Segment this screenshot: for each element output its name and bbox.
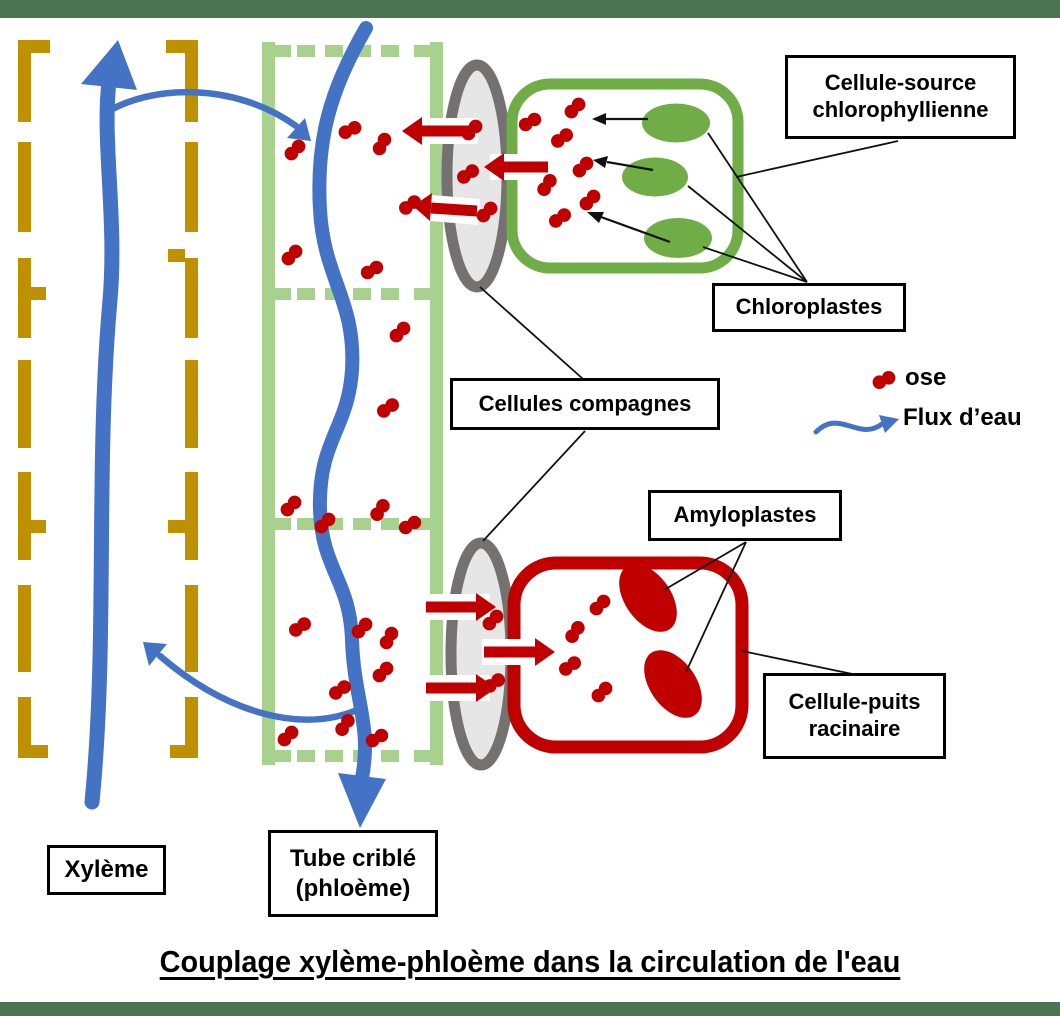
chloroplast-pointer-arrows bbox=[587, 113, 671, 244]
chloroplast-2 bbox=[622, 157, 688, 197]
water-transfer-arrow-top bbox=[100, 88, 311, 141]
legend-ose-label: ose bbox=[905, 364, 947, 391]
legend-water-arrow bbox=[813, 415, 899, 435]
label-cellule-puits-line1: Cellule-puits bbox=[788, 689, 921, 715]
xylem-left-vessel bbox=[18, 40, 50, 758]
ose-molecules bbox=[277, 97, 896, 748]
legend-flux-eau-label: Flux d’eau bbox=[903, 404, 1022, 431]
label-tube-crible: Tube criblé (phloème) bbox=[268, 830, 438, 917]
amyloplast-1 bbox=[619, 564, 677, 632]
phloem-sap-flow-arrow bbox=[312, 21, 386, 828]
xylem-water-arrow bbox=[81, 40, 137, 810]
label-cellules-compagnes-text: Cellules compagnes bbox=[478, 390, 692, 416]
label-cellule-source: Cellule-source chlorophyllienne bbox=[785, 55, 1016, 139]
label-cellule-source-line2: chlorophyllienne bbox=[812, 97, 989, 122]
amyloplast-2 bbox=[644, 650, 702, 718]
xylem-right-vessel bbox=[166, 40, 198, 758]
label-tube-crible-line2: (phloème) bbox=[295, 874, 411, 902]
chloroplast-1 bbox=[642, 103, 710, 143]
top-border bbox=[0, 0, 1060, 18]
water-return-arrow-bottom bbox=[143, 642, 361, 723]
label-chloroplastes-text: Chloroplastes bbox=[735, 294, 883, 320]
label-tube-crible-line1: Tube criblé bbox=[289, 845, 417, 873]
sugar-import-arrows bbox=[424, 593, 555, 702]
label-amyloplastes: Amyloplastes bbox=[648, 490, 842, 541]
label-cellule-puits-line2: racinaire bbox=[808, 716, 901, 741]
connector-lines bbox=[479, 132, 899, 677]
chloroplast-3 bbox=[644, 218, 712, 258]
label-xyleme: Xylème bbox=[47, 845, 166, 895]
phloem-tube-walls bbox=[262, 42, 443, 765]
label-cellules-compagnes: Cellules compagnes bbox=[450, 378, 720, 430]
diagram-title: Couplage xylème-phloème dans la circulat… bbox=[37, 944, 1023, 980]
label-xyleme-text: Xylème bbox=[64, 856, 149, 884]
label-cellule-source-line1: Cellule-source bbox=[824, 70, 977, 96]
label-cellule-puits: Cellule-puits racinaire bbox=[763, 673, 946, 759]
label-amyloplastes-text: Amyloplastes bbox=[673, 502, 817, 528]
diagram-title-text: Couplage xylème-phloème dans la circulat… bbox=[159, 944, 901, 979]
label-chloroplastes: Chloroplastes bbox=[712, 283, 906, 332]
bottom-border bbox=[0, 1002, 1060, 1016]
